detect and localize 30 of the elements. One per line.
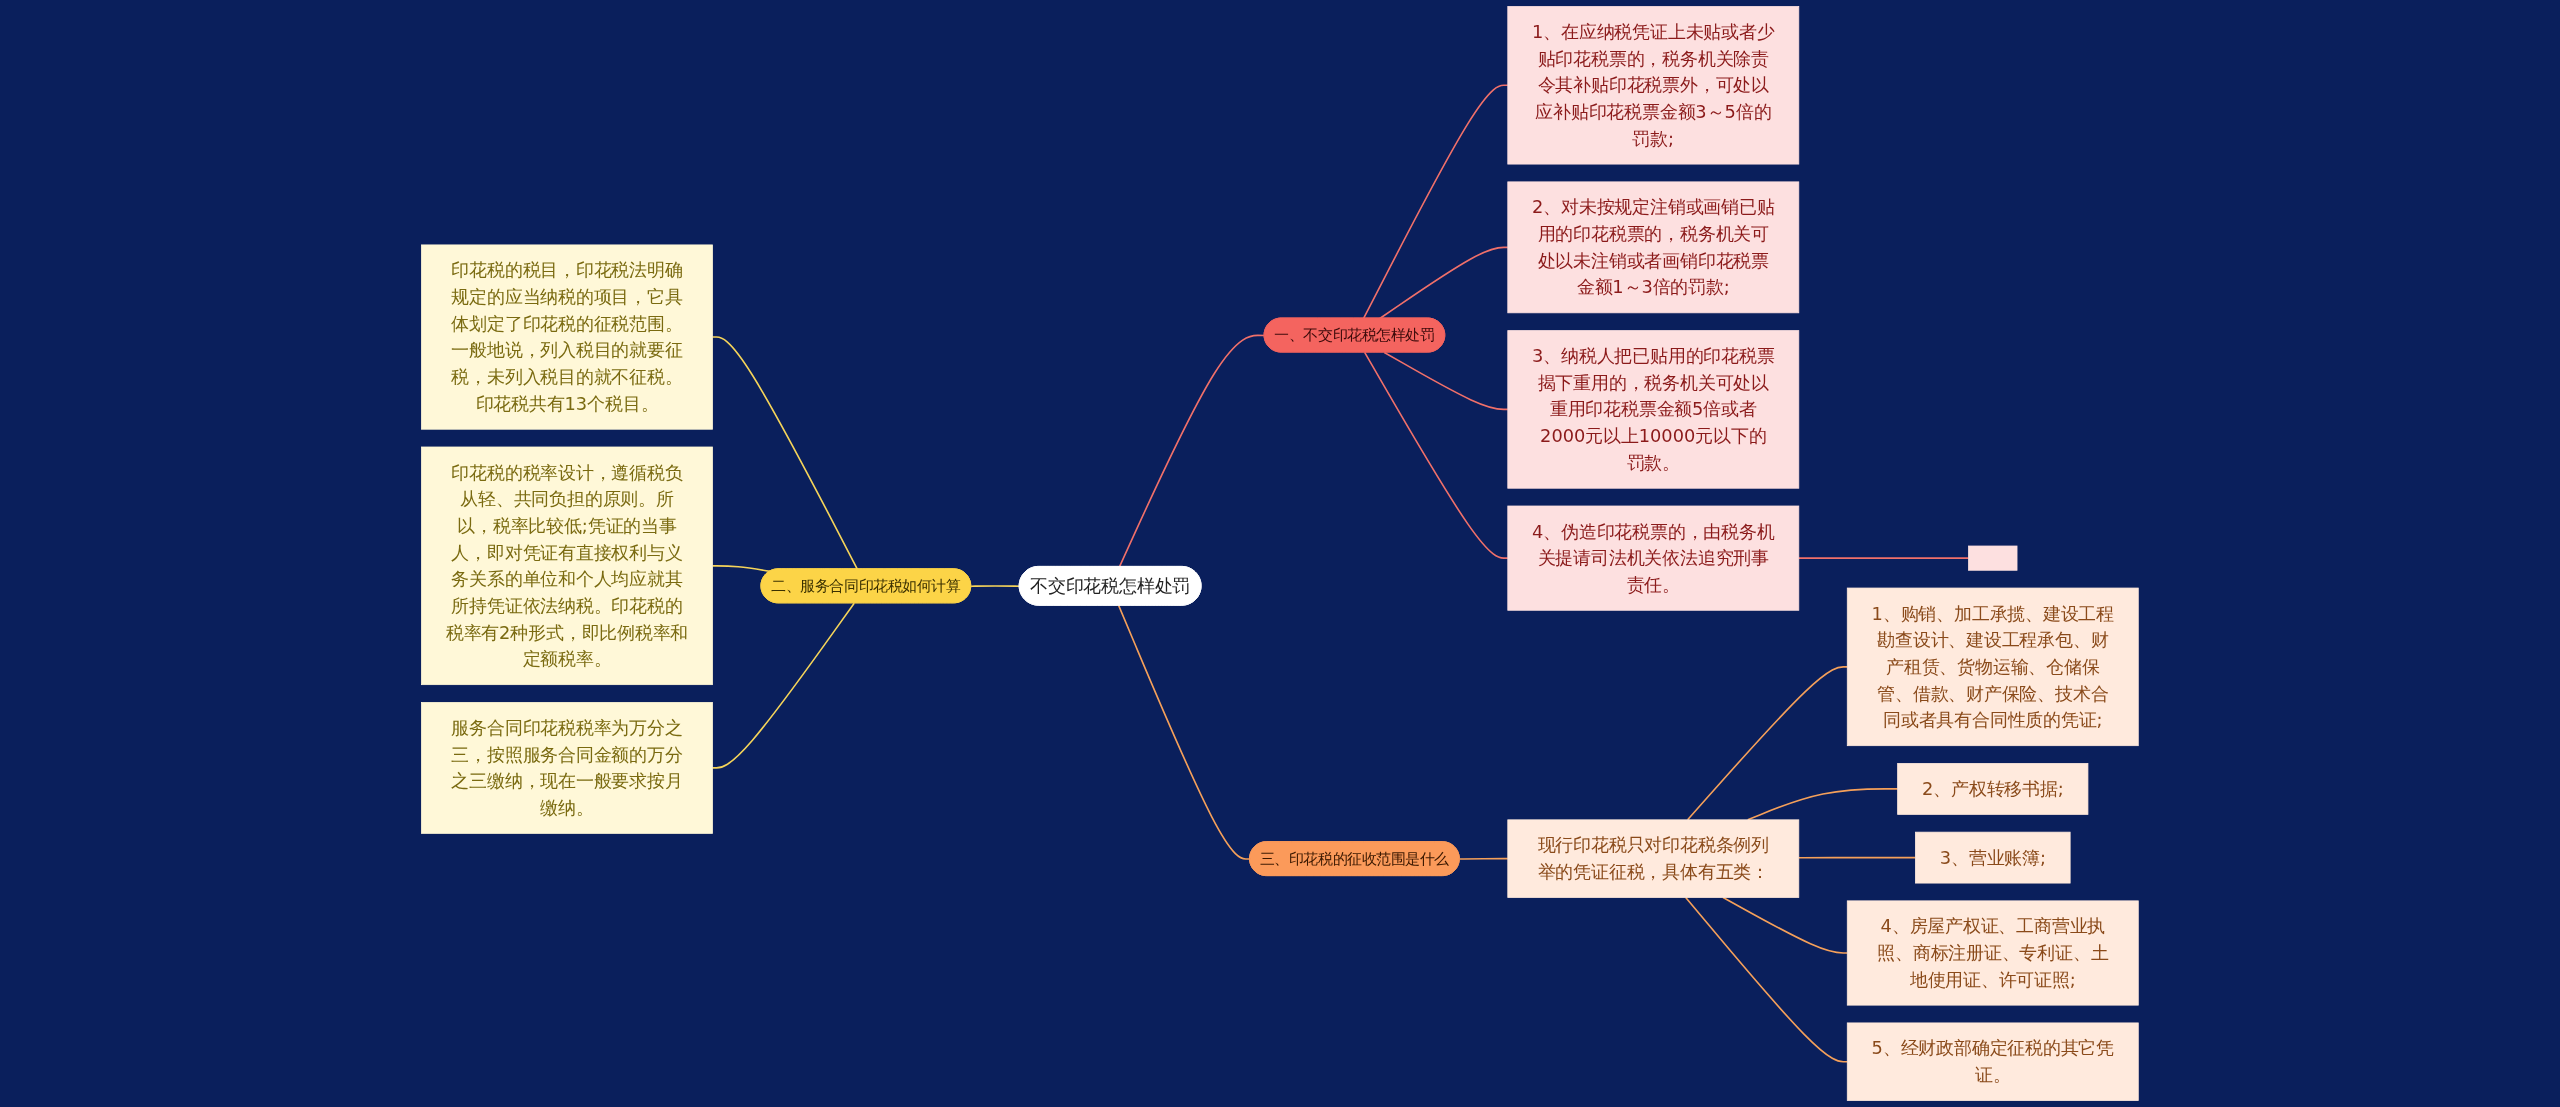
node-box: 印花税的税率设计，遵循税负从轻、共同负担的原则。所以，税率比较低;凭证的当事人，即对凭证有直接权利与义务关系的单位和个人均应就其所持凭证依法纳税。印花税的税率有2种形式，即比例税率和定额税率。 bbox=[421, 446, 713, 686]
node-box: 1、购销、加工承揽、建设工程勘查设计、建设工程承包、财产租赁、货物运输、仓储保管、借款、财产保险、技术合同或者具有合同性质的凭证; bbox=[1847, 587, 2139, 747]
connector bbox=[1747, 788, 1899, 821]
node-box: 2、对未按规定注销或画销已贴用的印花税票的，税务机关可处以未注销或者画销印花税票金额1～3倍的罚款; bbox=[1507, 181, 1800, 314]
node-box: 5、经财政部确定征税的其它凭证。 bbox=[1847, 1022, 2139, 1101]
connector bbox=[1798, 856, 1917, 859]
connector bbox=[1383, 351, 1509, 411]
connector bbox=[1459, 857, 1509, 860]
connector bbox=[1118, 334, 1266, 568]
connector bbox=[1118, 604, 1251, 860]
node-box: 3、纳税人把已贴用的印花税票揭下重用的，税务机关可处以重用印花税票金额5倍或者2000元以上10000元以下的罚款。 bbox=[1507, 330, 1800, 489]
connector bbox=[1362, 84, 1509, 320]
node-box: 服务合同印花税税率为万分之三，按照服务合同金额的万分之三缴纳，现在一般要求按月缴纳。 bbox=[421, 702, 713, 834]
connector bbox=[711, 336, 859, 571]
connector bbox=[1685, 896, 1849, 1063]
node-box: 3、营业账簿; bbox=[1915, 831, 2071, 884]
connector bbox=[1798, 557, 1970, 559]
node-box: 4、房屋产权证、工商营业执照、商标注册证、专利证、土地使用证、许可证照; bbox=[1847, 900, 2139, 1006]
connector bbox=[970, 585, 1021, 588]
connector bbox=[1686, 666, 1849, 821]
node-box: 1、在应纳税凭证上未贴或者少贴印花税票的，税务机关除责令其补贴印花税票外，可处以应补贴印花税票金额3～5倍的罚款; bbox=[1507, 6, 1800, 165]
connector bbox=[711, 602, 856, 769]
node-box: 2、产权转移书据; bbox=[1897, 763, 2089, 815]
node-box: 印花税的税目，印花税法明确规定的应当纳税的项目，它具体划定了印花税的征税范围。一般地说，列入税目的就要征税，未列入税目的就不征税。印花税共有13个税目。 bbox=[421, 244, 713, 430]
connector bbox=[1379, 246, 1509, 320]
node-box: 现行印花税只对印花税条例列举的凭证征税，具体有五类： bbox=[1507, 819, 1800, 898]
node-box: 4、伪造印花税票的，由税务机关提请司法机关依法追究刑事责任。 bbox=[1507, 505, 1800, 611]
node-box bbox=[1968, 545, 2018, 571]
connector bbox=[1363, 351, 1509, 559]
connector bbox=[1722, 896, 1849, 954]
